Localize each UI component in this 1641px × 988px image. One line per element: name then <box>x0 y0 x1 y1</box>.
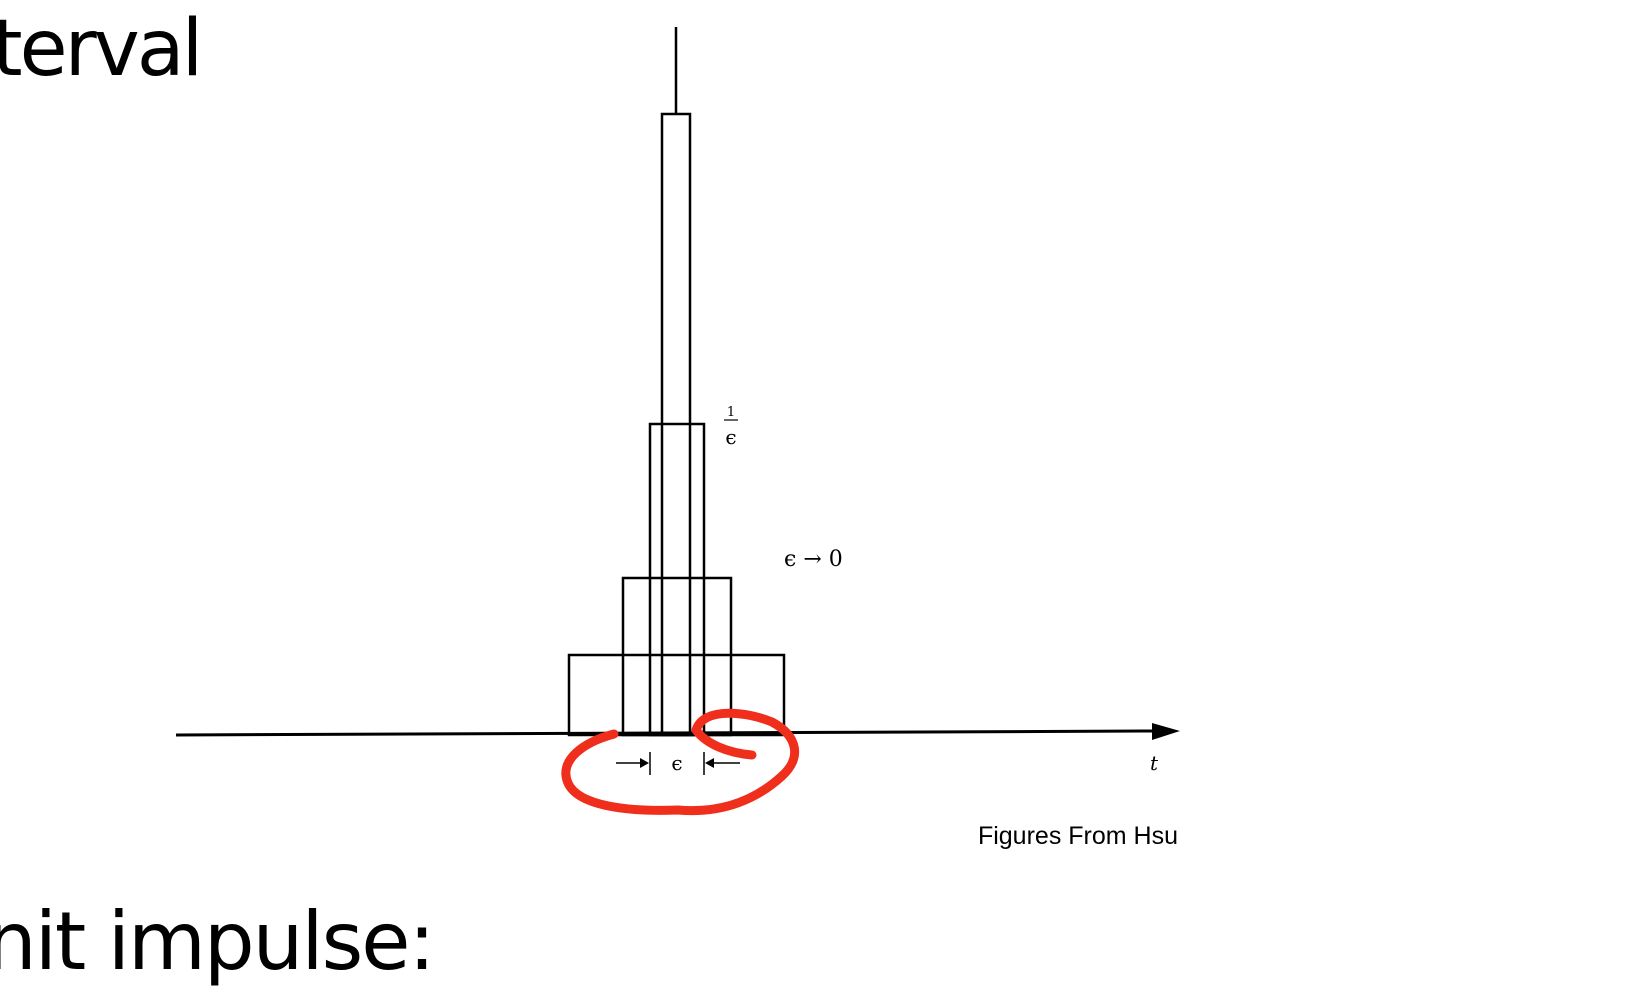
width-marker-left-arrowhead <box>640 758 649 768</box>
width-marker-right-arrowhead <box>705 758 714 768</box>
time-axis-label: t <box>1150 751 1159 775</box>
width-label: ϵ <box>671 751 682 775</box>
pulse-width-1 <box>660 112 692 737</box>
epsilon-limit-label: ϵ → 0 <box>784 547 843 572</box>
height-label-denominator: ϵ <box>725 425 736 449</box>
slide-heading-fragment: terval <box>0 4 203 94</box>
unit-impulse-diagram: 1 ϵ ϵ → 0 ϵ t Figures From Hsu <box>175 27 1180 850</box>
figure-caption: Figures From Hsu <box>978 822 1178 850</box>
time-axis-arrowhead <box>1152 723 1180 740</box>
height-label-numerator: 1 <box>727 405 735 420</box>
red-circle-annotation <box>561 708 800 816</box>
time-axis-line <box>175 729 1159 737</box>
pulse-width-4 <box>567 653 786 737</box>
pulse-width-2 <box>648 422 706 737</box>
slide-body-fragment: nit impulse: <box>0 895 435 988</box>
